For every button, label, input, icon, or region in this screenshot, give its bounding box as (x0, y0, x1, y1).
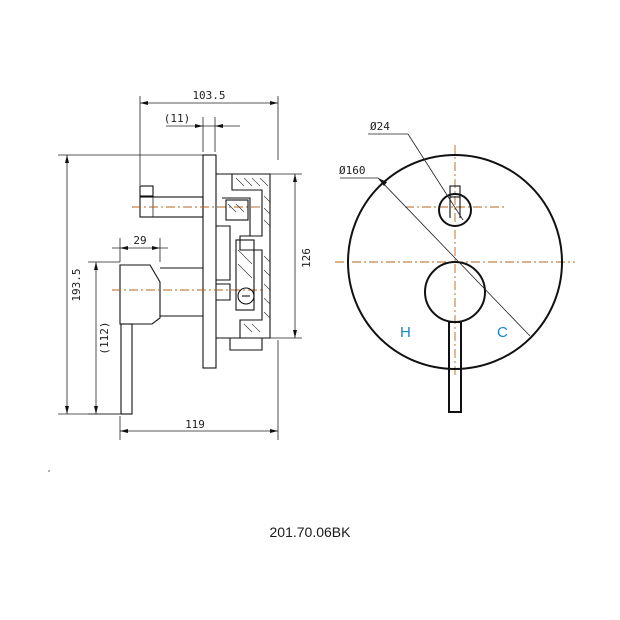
dim-diverter-diameter: Ø24 (368, 120, 464, 221)
valve-body (216, 173, 271, 351)
lever-handle (112, 264, 262, 415)
hot-label: H (400, 324, 411, 341)
dim-diverter-diameter-label: Ø24 (370, 120, 390, 133)
cover-plate (202, 154, 217, 369)
side-view: 103.5 (11) 193.5 (112) (58, 89, 313, 440)
dim-overall-height-label: 193.5 (70, 268, 83, 301)
dim-overall-width-label: 119 (185, 418, 205, 431)
dim-overall-depth: 103.5 (139, 89, 279, 185)
dim-lever-width: 29 (112, 234, 168, 262)
cover-plate-front (347, 154, 563, 370)
diverter-front (438, 193, 472, 227)
diverter-knob (132, 185, 262, 218)
dim-lever-length: (112) (88, 261, 120, 415)
model-number: 201.70.06BK (269, 524, 351, 540)
dim-body-height: 126 (270, 173, 313, 339)
dim-lever-length-label: (112) (98, 321, 111, 354)
dim-overall-depth-label: 103.5 (192, 89, 225, 102)
front-view: Ø160 Ø24 H C (335, 120, 575, 413)
dim-body-height-label: 126 (300, 248, 313, 268)
dim-handle-offset-label: (11) (164, 112, 191, 125)
dim-overall-width: 119 (119, 340, 279, 440)
dim-plate-diameter: Ø160 (339, 164, 531, 337)
dim-handle-offset: (11) (164, 112, 240, 152)
dim-lever-width-label: 29 (133, 234, 146, 247)
dim-plate-diameter-label: Ø160 (339, 164, 366, 177)
lever-front (448, 321, 462, 413)
stray-dot (48, 470, 50, 472)
cold-label: C (497, 324, 508, 341)
